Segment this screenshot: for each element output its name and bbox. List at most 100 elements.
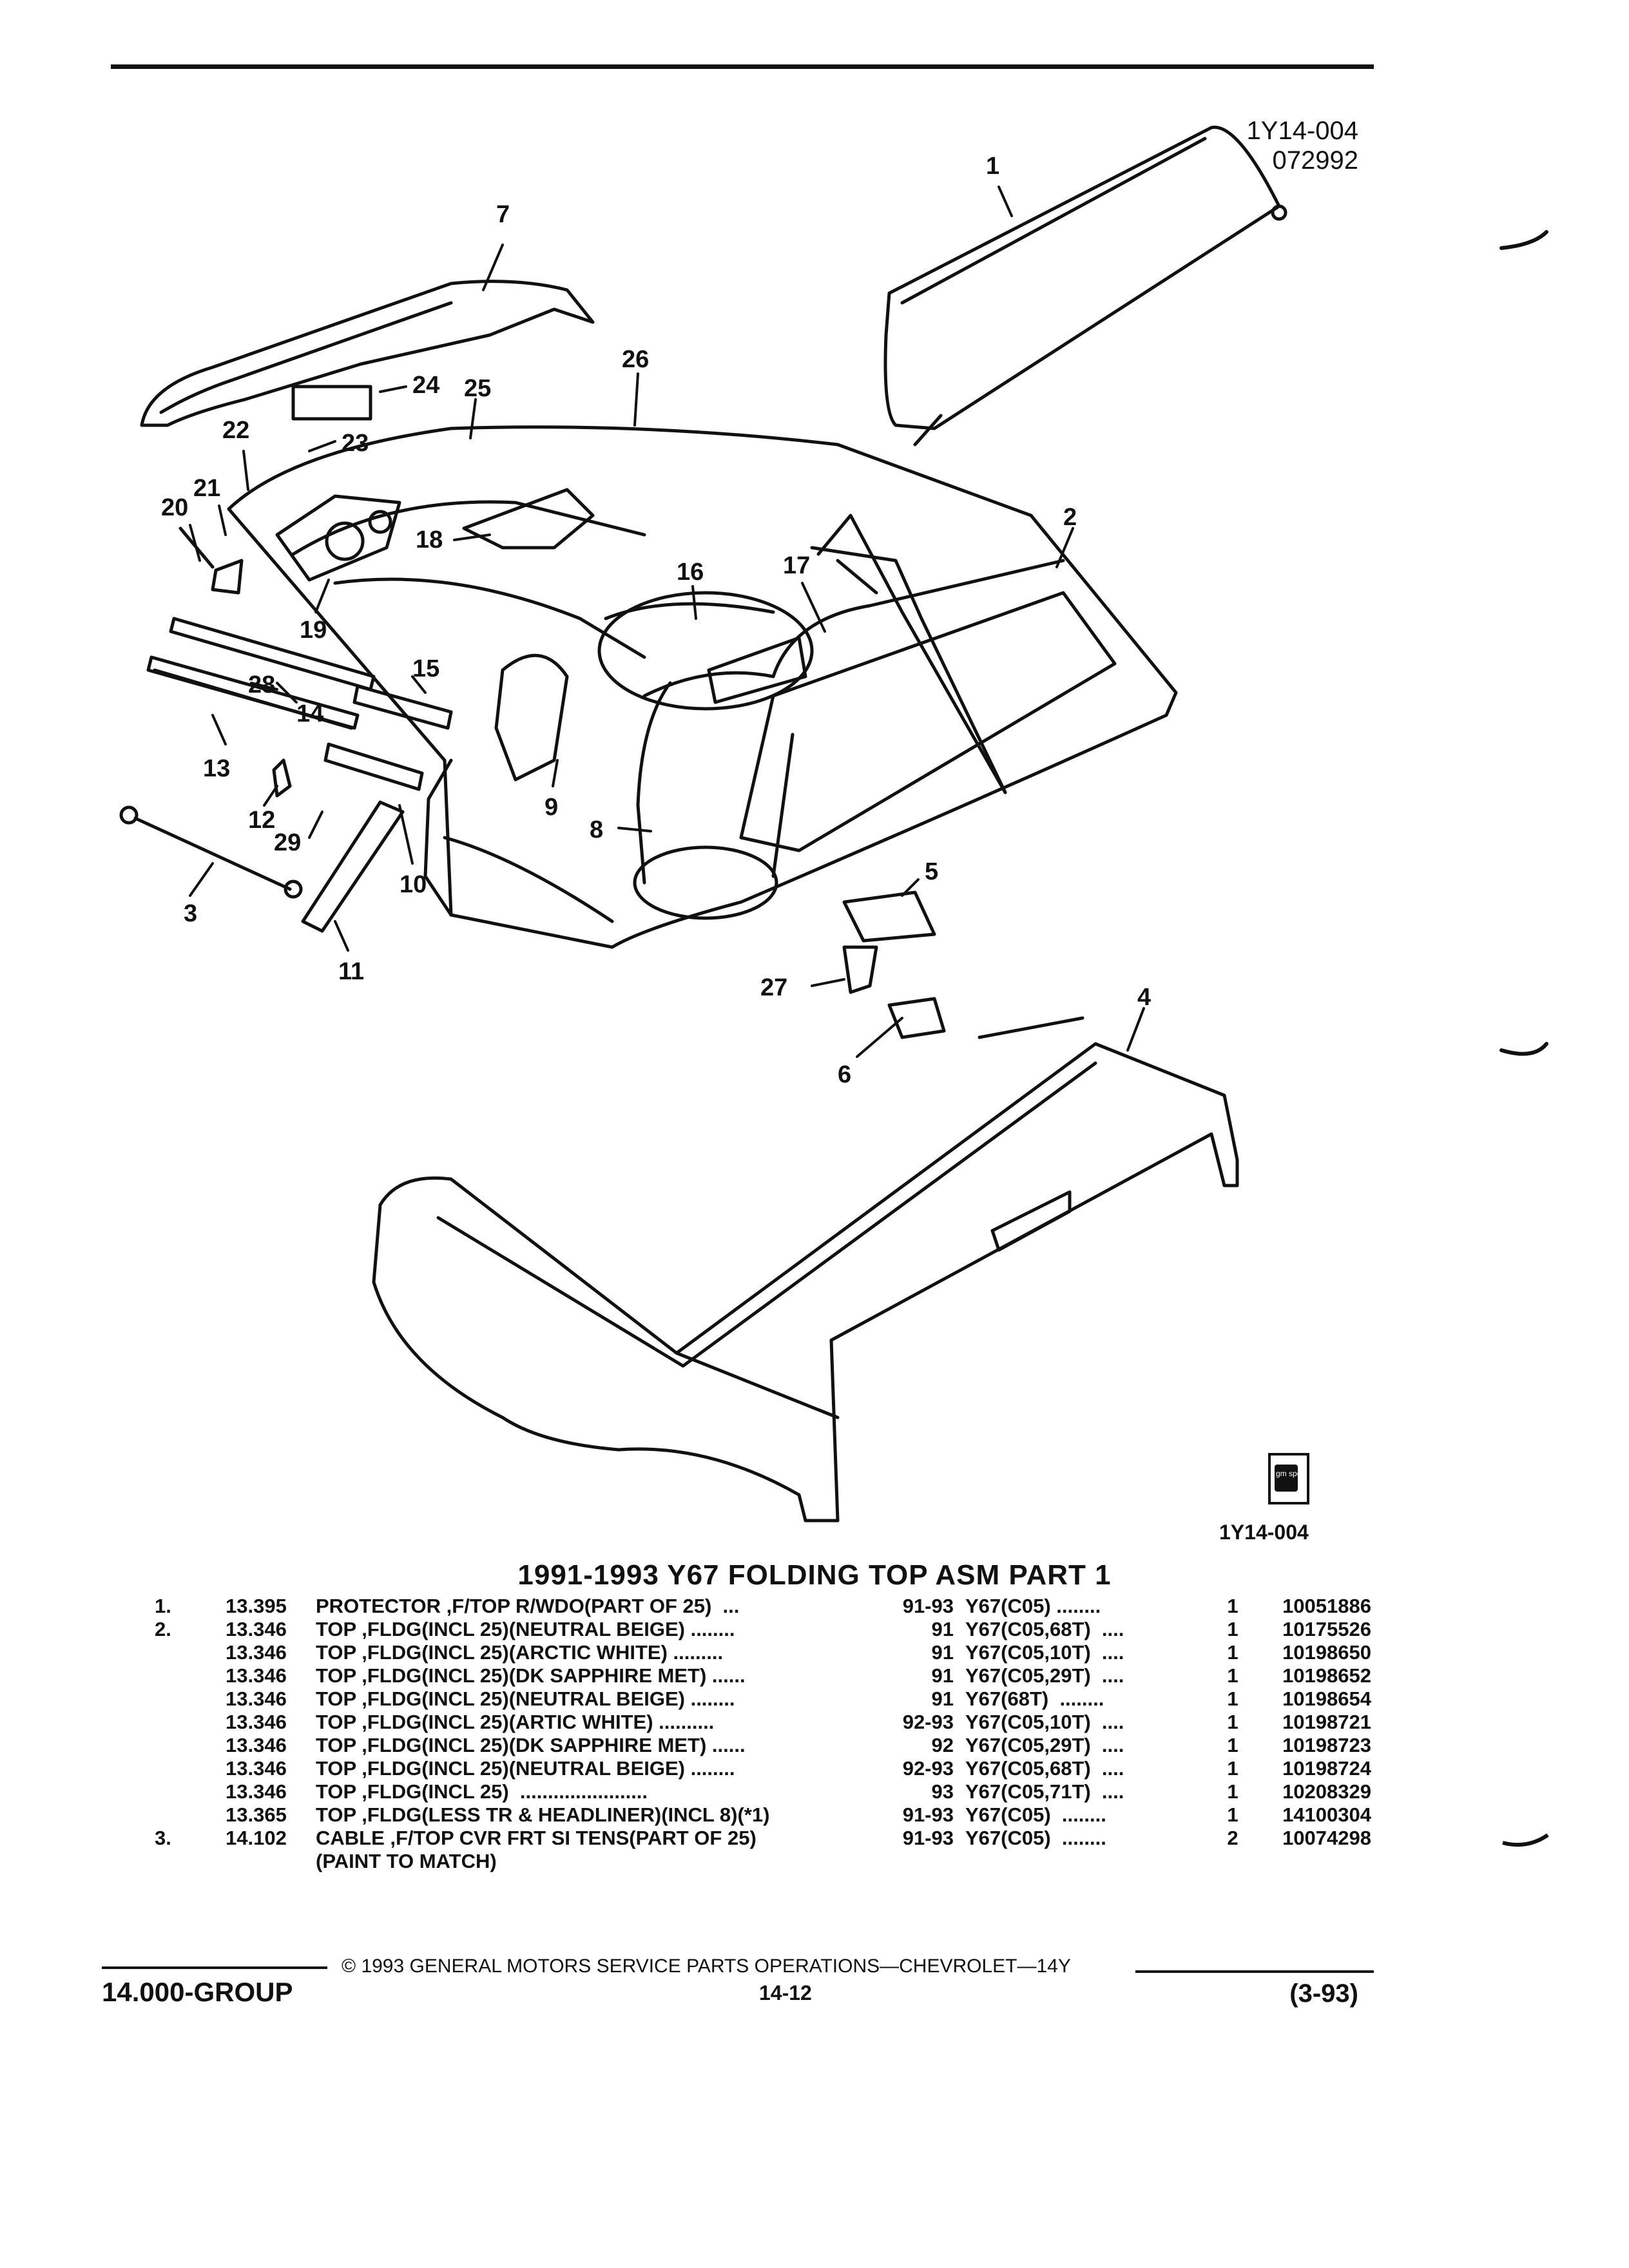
footer-rule xyxy=(102,1966,327,1969)
description: PROTECTOR ,F/TOP R/WDO(PART OF 25) ... xyxy=(316,1595,740,1617)
quantity: 1 xyxy=(1227,1711,1239,1733)
table-row: 3. 14.102 CABLE ,F/TOP CVR FRT SI TENS(P… xyxy=(155,1827,1371,1850)
ref-number xyxy=(226,1850,316,1873)
ref-number: 13.346 xyxy=(226,1641,287,1664)
callout-5: 5 xyxy=(925,858,938,885)
callout-labels: 1 2 3 4 5 6 7 8 9 10 11 12 13 14 15 16 1… xyxy=(161,153,1151,1088)
part-number: 10198723 xyxy=(1282,1734,1371,1756)
callout-7: 7 xyxy=(496,201,510,228)
callout-13: 13 xyxy=(203,755,230,782)
item-number xyxy=(155,1757,226,1780)
hinge-plate-11 xyxy=(301,800,405,933)
model: Y67(C05,68T) .... xyxy=(965,1757,1124,1780)
callout-18: 18 xyxy=(416,526,443,553)
item-number: 1. xyxy=(155,1595,171,1617)
callout-10: 10 xyxy=(400,871,427,898)
part-27 xyxy=(842,945,878,994)
table-row: 13.346 TOP ,FLDG(INCL 25)(DK SAPPHIRE ME… xyxy=(155,1664,1371,1687)
strap-17 xyxy=(810,546,1007,794)
quantity: 1 xyxy=(1227,1664,1239,1687)
callout-29: 29 xyxy=(274,829,301,856)
description: TOP ,FLDG(INCL 25)(ARTIC WHITE) ........… xyxy=(316,1711,715,1733)
quantity: 1 xyxy=(1227,1618,1239,1640)
callout-14: 14 xyxy=(296,700,323,727)
item-number xyxy=(155,1803,226,1827)
part-number: 10051886 xyxy=(1282,1595,1371,1617)
model: Y67(C05,10T) .... xyxy=(965,1711,1124,1733)
quantity: 1 xyxy=(1227,1687,1239,1710)
table-row: 13.346 TOP ,FLDG(INCL 25)(ARTIC WHITE) .… xyxy=(155,1711,1371,1734)
callout-11: 11 xyxy=(338,958,364,985)
description: TOP ,FLDG(INCL 25)(ARCTIC WHITE) .......… xyxy=(316,1641,724,1664)
callout-leaders xyxy=(189,186,1145,1058)
quantity: 1 xyxy=(1227,1641,1239,1664)
part-number: 10198654 xyxy=(1282,1687,1371,1710)
rear-window-protector xyxy=(883,126,1287,447)
part-number: 10198652 xyxy=(1282,1664,1371,1687)
item-number: 2. xyxy=(155,1618,171,1640)
folding-top-assembly xyxy=(227,425,1178,949)
ref-number: 13.346 xyxy=(226,1687,287,1710)
illustration-date: 072992 xyxy=(1272,146,1358,175)
years: 91 xyxy=(931,1618,954,1640)
callout-17: 17 xyxy=(783,552,810,579)
item-number xyxy=(155,1664,226,1687)
ref-number: 13.346 xyxy=(226,1711,287,1733)
model: Y67(C05) ........ xyxy=(965,1595,1101,1617)
callout-28: 28 xyxy=(248,671,275,698)
callout-27: 27 xyxy=(760,974,787,1001)
callout-23: 23 xyxy=(342,430,369,457)
quantity: 1 xyxy=(1227,1595,1239,1617)
ref-number: 13.346 xyxy=(226,1734,287,1756)
years: 92-93 xyxy=(902,1757,954,1780)
ref-number: 13.346 xyxy=(226,1780,287,1803)
item-number xyxy=(155,1780,226,1803)
model: Y67(C05,68T) .... xyxy=(965,1618,1124,1640)
part-number: 10208329 xyxy=(1282,1780,1371,1803)
model: Y67(C05,10T) .... xyxy=(965,1641,1124,1664)
years: 91 xyxy=(931,1664,954,1687)
footer-rule xyxy=(1135,1970,1374,1973)
table-row: 1. 13.395 PROTECTOR ,F/TOP R/WDO(PART OF… xyxy=(155,1595,1371,1618)
page-number: 14-12 xyxy=(759,1981,812,2004)
callout-26: 26 xyxy=(622,346,649,373)
copyright: © 1993 GENERAL MOTORS SERVICE PARTS OPER… xyxy=(342,1956,1071,1977)
callout-21: 21 xyxy=(193,475,220,502)
description: TOP ,FLDG(INCL 25)(DK SAPPHIRE MET) ....… xyxy=(316,1734,746,1756)
quantity: 2 xyxy=(1227,1827,1239,1849)
model: Y67(68T) ........ xyxy=(965,1687,1104,1710)
callout-6: 6 xyxy=(838,1061,851,1088)
years: 91-93 xyxy=(902,1827,954,1849)
part-number xyxy=(1249,1850,1371,1873)
callout-25: 25 xyxy=(464,375,491,402)
model: Y67(C05) ........ xyxy=(965,1827,1106,1849)
callout-1: 1 xyxy=(986,153,999,180)
table-row: 13.346 TOP ,FLDG(INCL 25)(NEUTRAL BEIGE)… xyxy=(155,1687,1371,1711)
callout-24: 24 xyxy=(412,372,439,399)
bolt-12 xyxy=(272,758,292,798)
description: (PAINT TO MATCH) xyxy=(316,1850,497,1872)
table-row: 13.346 TOP ,FLDG(INCL 25)(ARCTIC WHITE) … xyxy=(155,1641,1371,1664)
item-number xyxy=(155,1850,226,1873)
figure-code: 1Y14-004 xyxy=(1219,1521,1309,1544)
page-title: 1991-1993 Y67 FOLDING TOP ASM PART 1 xyxy=(517,1559,1112,1591)
item-number xyxy=(155,1687,226,1711)
table-row: 2. 13.346 TOP ,FLDG(INCL 25)(NEUTRAL BEI… xyxy=(155,1618,1371,1641)
binder-mark xyxy=(1502,1833,1549,1847)
item-number xyxy=(155,1734,226,1757)
part-number: 10198721 xyxy=(1282,1711,1371,1733)
hinge-assembly xyxy=(178,494,401,595)
ref-number: 13.346 xyxy=(226,1664,287,1687)
illustration-code-block: 1Y14-004 072992 xyxy=(1247,116,1358,175)
quantity: 1 xyxy=(1227,1803,1239,1826)
callout-3: 3 xyxy=(184,900,197,927)
binder-mark xyxy=(1499,1042,1548,1056)
rear-deck-lid xyxy=(372,1016,1239,1523)
callout-16: 16 xyxy=(677,559,704,586)
table-row: 13.346 TOP ,FLDG(INCL 25) ..............… xyxy=(155,1780,1371,1803)
callout-22: 22 xyxy=(222,417,249,444)
table-row: 13.365 TOP ,FLDG(LESS TR & HEADLINER)(IN… xyxy=(155,1803,1371,1827)
quantity: 1 xyxy=(1227,1757,1239,1780)
description: TOP ,FLDG(INCL 25)(NEUTRAL BEIGE) ......… xyxy=(316,1687,735,1710)
cable-3 xyxy=(119,805,303,899)
